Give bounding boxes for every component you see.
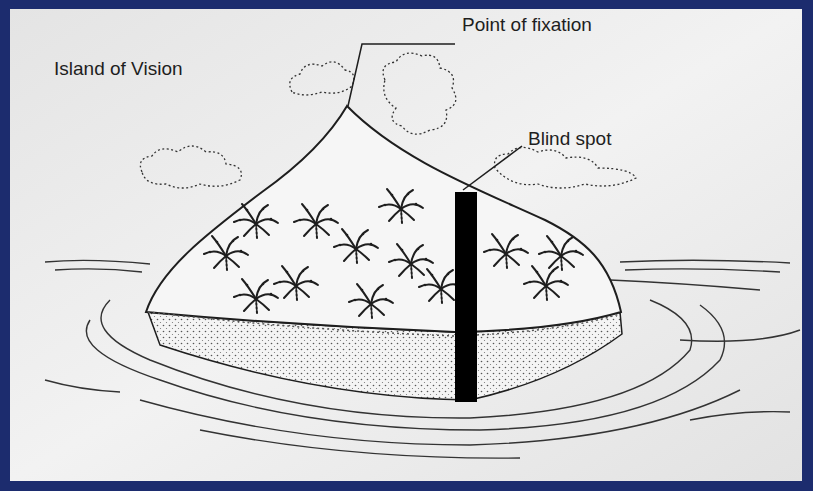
callout-label: Point of fixation — [462, 14, 592, 37]
leader-line — [463, 146, 522, 190]
leader-line — [348, 44, 455, 106]
title-text: Island of Vision — [54, 58, 183, 81]
blind-spot-bar — [455, 192, 477, 402]
callout-label: Blind spot — [528, 128, 611, 151]
